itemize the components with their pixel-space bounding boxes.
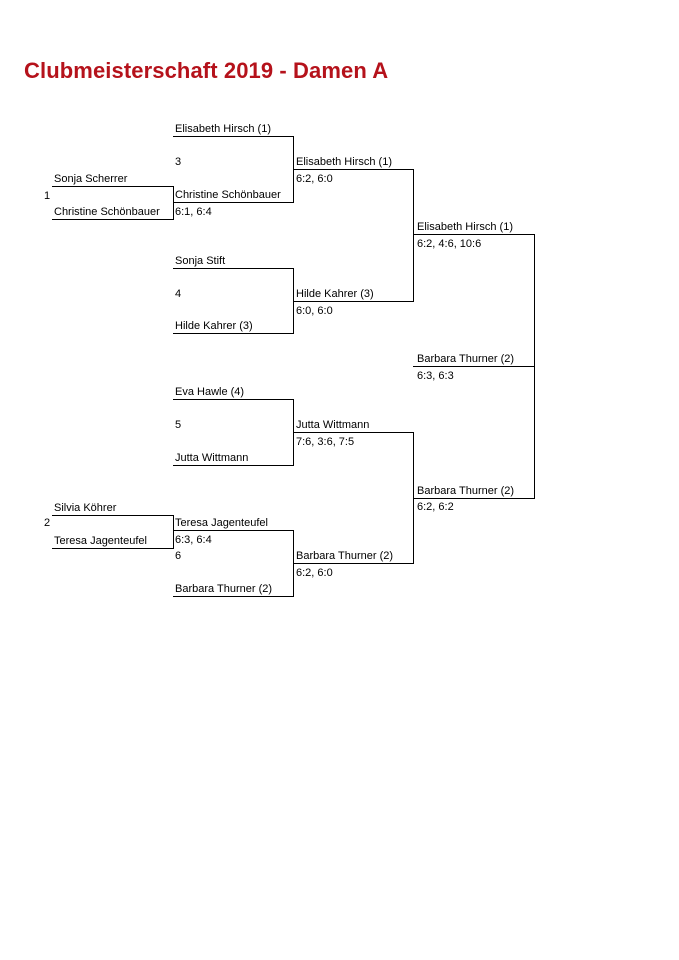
qf-3-line [293, 432, 414, 433]
qf-1-winner: Elisabeth Hirsch (1) [296, 156, 392, 168]
qf-4-score: 6:2, 6:0 [296, 567, 333, 579]
qualifier-1-line-a [52, 186, 174, 187]
final-score: 6:3, 6:3 [417, 370, 454, 382]
match-5-line-top [173, 399, 294, 400]
sf-1-winner: Elisabeth Hirsch (1) [417, 221, 513, 233]
match-5-player-bottom: Jutta Wittmann [175, 452, 249, 464]
sf-1-score: 6:2, 4:6, 10:6 [417, 238, 482, 250]
qf-4-winner: Barbara Thurner (2) [296, 550, 394, 562]
qf-1-score: 6:2, 6:0 [296, 173, 333, 185]
qualifier-1-connector [173, 186, 174, 220]
match-5-number: 5 [175, 419, 182, 431]
qualifier-2-connector [173, 515, 174, 549]
match-4-number: 4 [175, 288, 182, 300]
match-4-line-bottom [173, 333, 294, 334]
qualifier-1-line-b [52, 219, 174, 220]
match-6-player-top: Teresa Jagenteufel [175, 517, 268, 529]
match-3-score: 6:1, 6:4 [175, 206, 212, 218]
qf-2-winner: Hilde Kahrer (3) [296, 288, 374, 300]
sf-2-line [413, 498, 535, 499]
match-4-player-bottom: Hilde Kahrer (3) [175, 320, 253, 332]
match-5-player-top: Eva Hawle (4) [175, 386, 245, 398]
qf-3-score: 7:6, 3:6, 7:5 [296, 436, 355, 448]
qualifier-2-line-b [52, 548, 174, 549]
qf-2-line [293, 301, 414, 302]
match-6-player-bottom: Barbara Thurner (2) [175, 583, 273, 595]
match-6-score: 6:3, 6:4 [175, 534, 212, 546]
match-4-line-top [173, 268, 294, 269]
match-3-player-bottom: Christine Schönbauer [175, 189, 281, 201]
match-4-player-top: Sonja Stift [175, 255, 226, 267]
sf-1-connector [413, 169, 414, 302]
qf-1-line [293, 169, 414, 170]
match-3-player-top: Elisabeth Hirsch (1) [175, 123, 271, 135]
qualifier-1-player-a: Sonja Scherrer [54, 173, 128, 185]
qf-3-winner: Jutta Wittmann [296, 419, 370, 431]
match-6-number: 6 [175, 550, 182, 562]
sf-2-score: 6:2, 6:2 [417, 501, 454, 513]
qualifier-2-player-b: Teresa Jagenteufel [54, 535, 147, 547]
match-5-line-bottom [173, 465, 294, 466]
match-6-line-top [173, 530, 294, 531]
match-6-line-bottom [173, 596, 294, 597]
qf-4-line [293, 563, 414, 564]
match-3-number: 3 [175, 156, 182, 168]
sf-1-line [413, 234, 535, 235]
sf-2-winner: Barbara Thurner (2) [417, 485, 515, 497]
final-winner: Barbara Thurner (2) [417, 353, 515, 365]
qualifier-2-number: 2 [44, 517, 51, 529]
qualifier-2-player-a: Silvia Köhrer [54, 502, 117, 514]
match-3-line-top [173, 136, 294, 137]
qualifier-1-number: 1 [44, 190, 51, 202]
qf-2-score: 6:0, 6:0 [296, 305, 333, 317]
match-3-line-bottom [173, 202, 294, 203]
final-line [413, 366, 535, 367]
page-title: Clubmeisterschaft 2019 - Damen A [24, 58, 389, 83]
qualifier-1-player-b: Christine Schönbauer [54, 206, 160, 218]
qualifier-2-line-a [52, 515, 174, 516]
